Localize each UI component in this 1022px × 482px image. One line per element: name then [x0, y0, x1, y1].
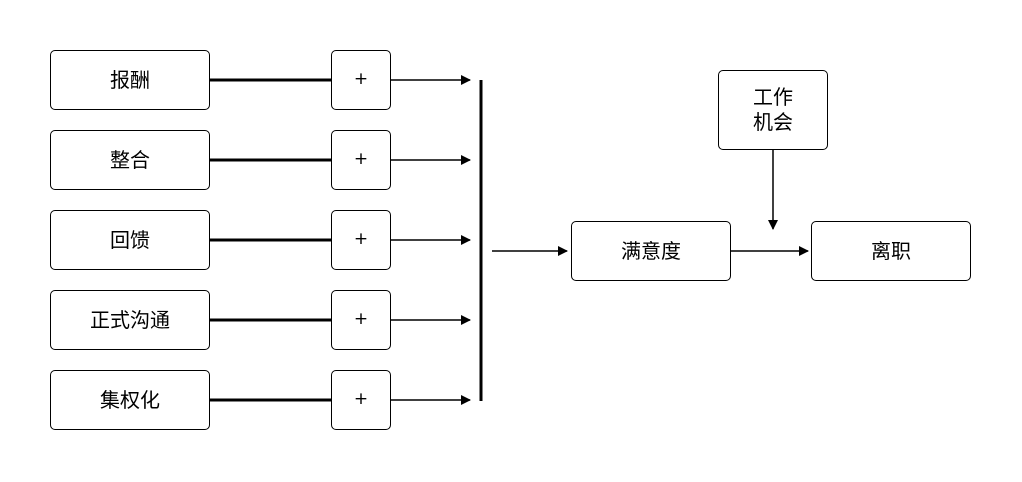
factor-box-formal-communication: 正式沟通	[50, 290, 210, 350]
job-opportunity-box: 工作 机会	[718, 70, 828, 150]
plus-sign-2: +	[353, 149, 369, 170]
plus-box-5: +	[331, 370, 391, 430]
satisfaction-box: 满意度	[571, 221, 731, 281]
factor-box-centralization: 集权化	[50, 370, 210, 430]
factor-box-feedback: 回馈	[50, 210, 210, 270]
factor-box-pay: 报酬	[50, 50, 210, 110]
factor-label-feedback: 回馈	[110, 227, 150, 252]
plus-box-2: +	[331, 130, 391, 190]
factor-label-pay: 报酬	[110, 67, 150, 92]
factor-label-integration: 整合	[110, 147, 150, 172]
satisfaction-label: 满意度	[621, 238, 681, 263]
plus-sign-3: +	[353, 229, 369, 250]
factor-label-formal-communication: 正式沟通	[90, 307, 170, 332]
turnover-label: 离职	[871, 238, 911, 263]
plus-box-3: +	[331, 210, 391, 270]
turnover-box: 离职	[811, 221, 971, 281]
plus-sign-4: +	[353, 309, 369, 330]
job-opportunity-line-1: 工作	[753, 85, 793, 109]
plus-box-4: +	[331, 290, 391, 350]
plus-box-1: +	[331, 50, 391, 110]
plus-sign-5: +	[353, 389, 369, 410]
factor-label-centralization: 集权化	[100, 387, 160, 412]
job-opportunity-line-2: 机会	[753, 110, 793, 134]
factor-box-integration: 整合	[50, 130, 210, 190]
plus-sign-1: +	[353, 69, 369, 90]
